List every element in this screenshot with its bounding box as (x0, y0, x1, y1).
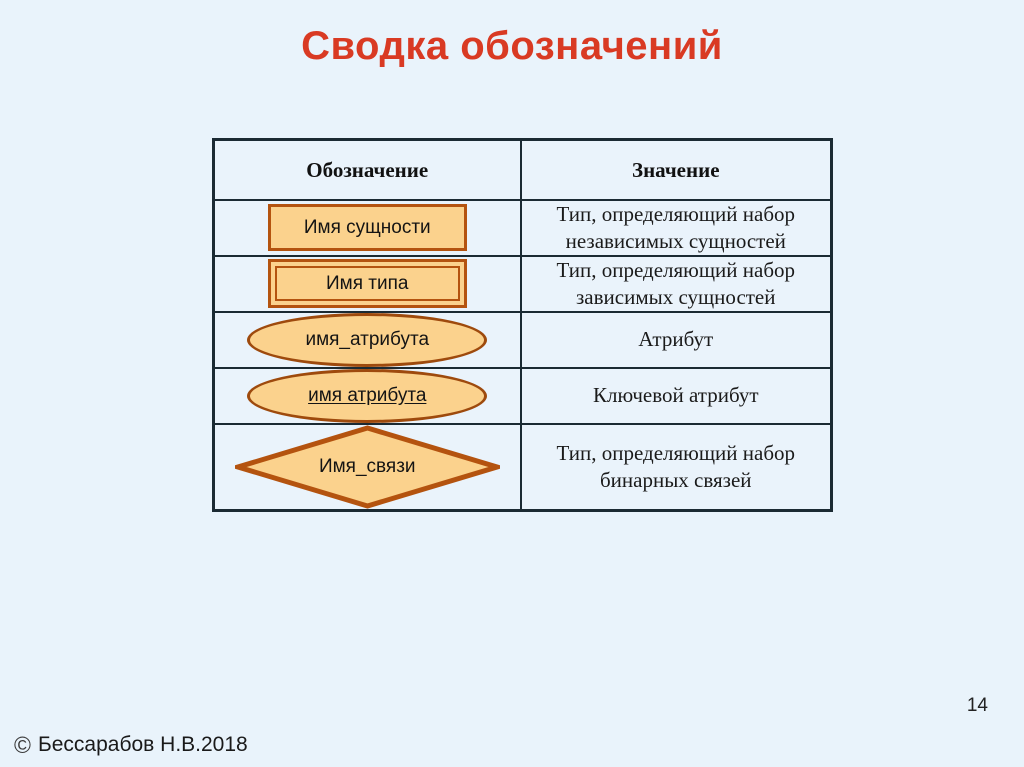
attribute-ellipse-shape: имя_атрибута (247, 312, 488, 367)
column-header-symbol: Обозначение (212, 138, 522, 201)
symbol-cell-relationship: Имя_связи (212, 422, 522, 511)
weak-entity-double-rectangle-shape: Имя типа (267, 259, 467, 309)
table-row: Имя типа Тип, определяющий набор зависим… (212, 254, 833, 313)
shape-wrapper: Имя_связи (215, 424, 520, 509)
diamond-icon (234, 424, 500, 509)
table-row: Имя сущности Тип, определяющий набор нез… (212, 199, 833, 257)
meaning-cell-relationship: Тип, определяющий набор бинарных связей (519, 422, 833, 511)
copyright-icon: © (14, 731, 31, 758)
symbol-cell-entity: Имя сущности (212, 199, 522, 257)
entity-rectangle-label: Имя сущности (303, 216, 431, 238)
shape-wrapper: имя атрибута (215, 368, 520, 423)
table-row: имя атрибута Ключевой атрибут (212, 366, 833, 425)
table-header-row: Обозначение Значение (212, 138, 833, 201)
column-header-meaning: Значение (519, 138, 833, 201)
meaning-cell-key-attribute: Ключевой атрибут (519, 366, 833, 425)
key-attribute-ellipse-shape: имя атрибута (247, 368, 488, 423)
attribute-ellipse-label: имя_атрибута (305, 328, 430, 350)
shape-wrapper: имя_атрибута (215, 312, 520, 367)
key-attribute-ellipse-label: имя атрибута (308, 384, 427, 406)
table-row: имя_атрибута Атрибут (212, 310, 833, 369)
copyright-text: Бессарабов Н.В.2018 (37, 733, 248, 756)
shape-wrapper: Имя сущности (215, 204, 520, 252)
symbol-cell-attribute: имя_атрибута (212, 310, 522, 369)
symbol-cell-weak-entity: Имя типа (212, 254, 522, 313)
meaning-cell-attribute: Атрибут (519, 310, 833, 369)
relationship-diamond-label: Имя_связи (318, 455, 416, 477)
relationship-diamond-shape: Имя_связи (234, 424, 500, 509)
notation-summary-table: Обозначение Значение Имя сущности Тип, о… (212, 138, 833, 512)
shape-wrapper: Имя типа (215, 259, 520, 309)
page-number: 14 (966, 695, 988, 716)
weak-entity-label: Имя типа (326, 272, 409, 294)
symbol-cell-key-attribute: имя атрибута (212, 366, 522, 425)
meaning-cell-weak-entity: Тип, определяющий набор зависимых сущнос… (519, 254, 833, 313)
meaning-cell-entity: Тип, определяющий набор независимых сущн… (519, 199, 833, 257)
entity-rectangle-shape: Имя сущности (267, 204, 467, 252)
page-title: Сводка обозначений (301, 24, 723, 68)
weak-entity-inner-rectangle: Имя типа (274, 266, 460, 302)
table-row: Имя_связи Тип, определяющий набор бинарн… (212, 422, 833, 511)
copyright-footer: © Бессарабов Н.В.2018 (14, 733, 248, 757)
